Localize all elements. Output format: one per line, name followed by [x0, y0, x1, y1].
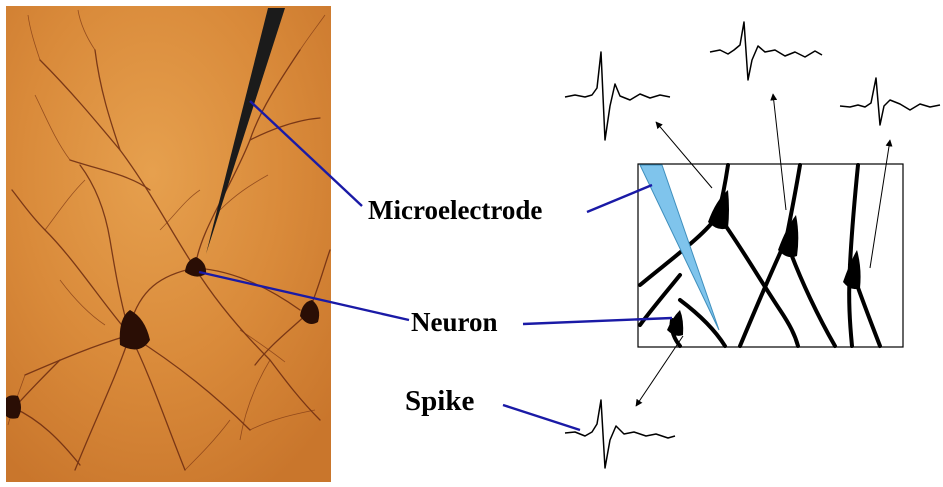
- spike-waveform-2: [710, 22, 822, 80]
- schematic: [565, 22, 940, 468]
- spike-waveform-3: [840, 78, 940, 125]
- spike-waveform-1: [565, 52, 670, 140]
- spike-label: Spike: [405, 387, 474, 416]
- neuron-label: Neuron: [411, 309, 498, 336]
- cell-body-left: [6, 395, 21, 418]
- spike-waveform-4: [565, 400, 675, 468]
- neuron-photo: [6, 6, 331, 482]
- microelectrode-label: Microelectrode: [368, 197, 542, 224]
- leader-spike: [503, 405, 580, 430]
